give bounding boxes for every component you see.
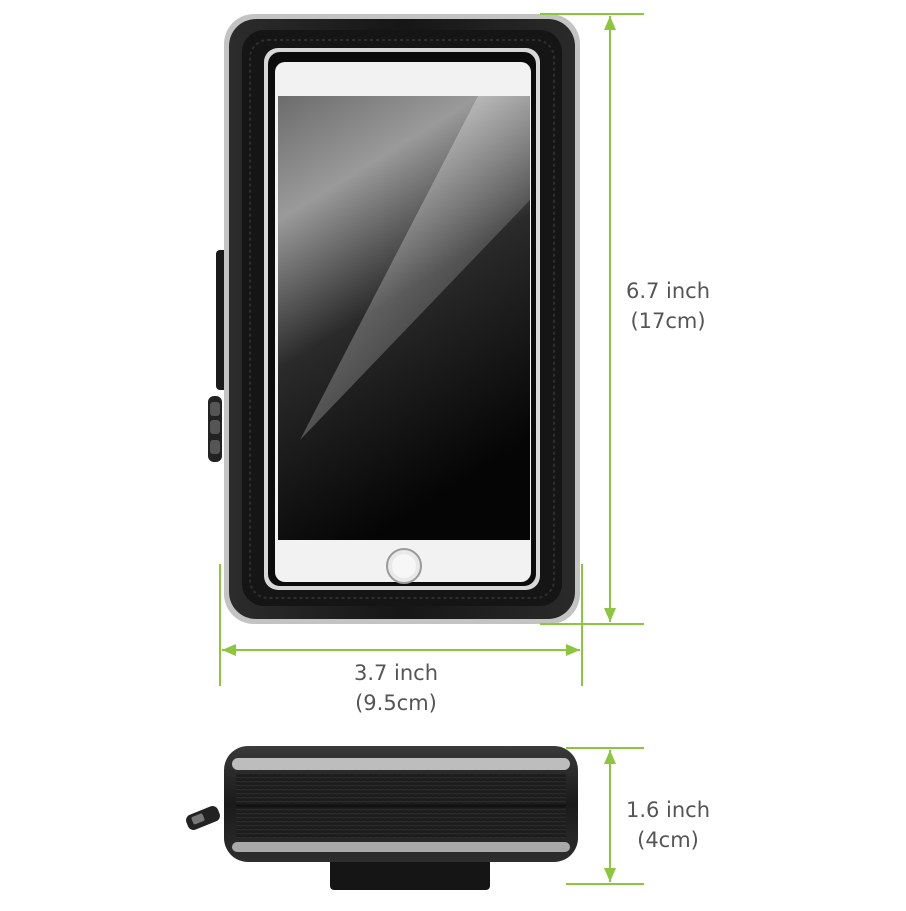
height-inch: 6.7 inch — [625, 279, 711, 303]
depth-dimension-line — [566, 747, 644, 885]
zipper-pull-side-icon — [186, 806, 220, 830]
width-label: 3.7 inch (9.5cm) — [326, 658, 466, 718]
phone-case-side — [224, 746, 578, 890]
phone-case-front — [216, 14, 580, 624]
width-inch: 3.7 inch — [353, 661, 439, 685]
width-dimension-line — [219, 564, 583, 686]
height-cm: (17cm) — [630, 309, 706, 333]
depth-cm: (4cm) — [637, 828, 699, 852]
home-button-icon — [386, 548, 422, 584]
depth-inch: 1.6 inch — [625, 798, 711, 822]
zipper-pull-icon — [208, 396, 222, 462]
height-label: 6.7 inch (17cm) — [606, 276, 730, 336]
height-dimension-line — [540, 13, 644, 625]
width-cm: (9.5cm) — [355, 691, 437, 715]
depth-label: 1.6 inch (4cm) — [606, 795, 730, 855]
